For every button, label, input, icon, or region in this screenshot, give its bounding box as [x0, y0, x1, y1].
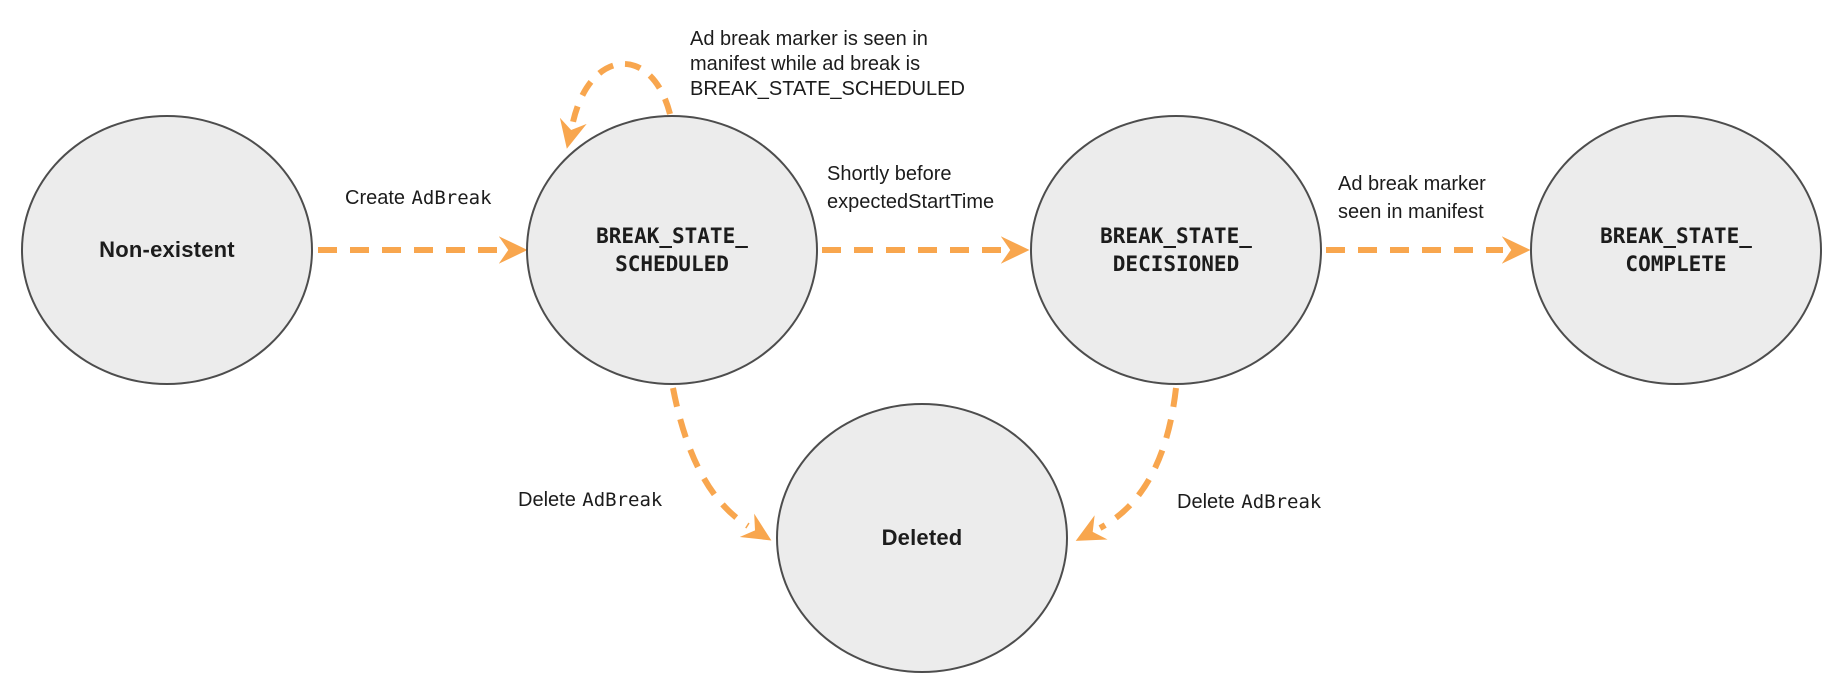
state-label-line2: DECISIONED — [1112, 252, 1240, 276]
marker-seen-label-line2: seen in manifest — [1338, 201, 1484, 223]
self-loop-label-line2: manifest while ad break is — [690, 53, 921, 75]
delete-right-label-text: Delete — [1177, 491, 1235, 513]
state-node-deleted: Deleted — [776, 403, 1068, 673]
shortly-label-code: expectedStartTime — [827, 191, 995, 213]
arrow-scheduled-to-deleted — [670, 387, 772, 541]
state-label-line1: BREAK_STATE_ — [1100, 224, 1252, 248]
self-loop-label-line1: Ad break marker is seen in — [690, 28, 928, 50]
transition-label-delete-adbreak-left: Delete AdBreak — [518, 486, 662, 514]
state-label: Non-existent — [99, 237, 235, 262]
marker-seen-label-line1: Ad break marker — [1338, 173, 1486, 195]
create-label-text: Create — [345, 187, 406, 209]
state-node-non-existent: Non-existent — [21, 115, 313, 385]
state-label-line2: SCHEDULED — [615, 252, 729, 276]
delete-left-label-text: Delete — [518, 489, 576, 511]
transition-label-marker-seen: Ad break marker seen in manifest — [1338, 170, 1486, 226]
create-label-code: AdBreak — [411, 187, 492, 209]
transition-label-self-loop: Ad break marker is seen in manifest whil… — [690, 27, 965, 102]
state-node-break-state-decisioned: BREAK_STATE_ DECISIONED — [1030, 115, 1322, 385]
self-loop-label-code: BREAK_STATE_SCHEDULED — [690, 78, 965, 100]
state-label-line1: BREAK_STATE_ — [596, 224, 748, 248]
state-label-line1: BREAK_STATE_ — [1600, 224, 1752, 248]
state-node-break-state-complete: BREAK_STATE_ COMPLETE — [1530, 115, 1822, 385]
arrow-decisioned-to-deleted — [1075, 387, 1179, 541]
transition-label-delete-adbreak-right: Delete AdBreak — [1177, 488, 1321, 516]
delete-right-label-code: AdBreak — [1241, 491, 1322, 513]
transition-label-shortly-before: Shortly before expectedStartTime — [827, 160, 994, 216]
state-label-line2: COMPLETE — [1625, 252, 1727, 276]
arrow-scheduled-self-loop — [559, 60, 673, 149]
delete-left-label-code: AdBreak — [582, 489, 663, 511]
state-node-break-state-scheduled: BREAK_STATE_ SCHEDULED — [526, 115, 818, 385]
shortly-label-text: Shortly before — [827, 163, 952, 185]
state-label: Deleted — [881, 525, 963, 550]
